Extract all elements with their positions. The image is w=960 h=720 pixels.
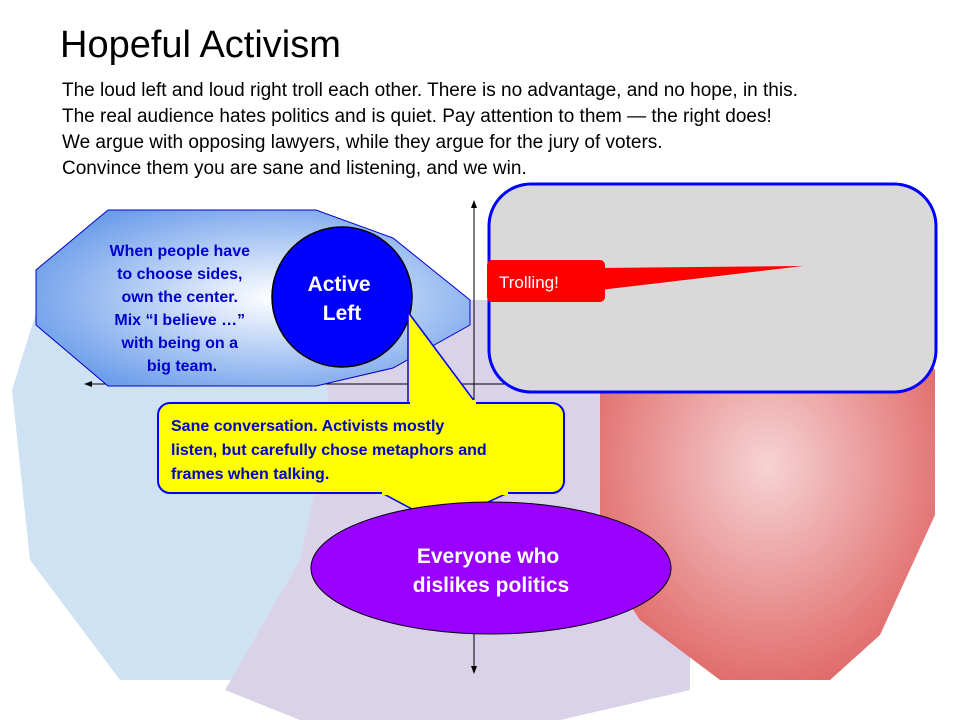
left-callout-line: big team. xyxy=(147,358,217,375)
sane-callout-seam-bottom xyxy=(382,487,508,495)
sane-callout-line: Sane conversation. Activists mostly xyxy=(171,418,444,435)
quiet-majority-label: Everyone who dislikes politics xyxy=(413,545,569,597)
left-callout-text: When people have to choose sides, own th… xyxy=(110,243,255,375)
trolling-pointer xyxy=(600,266,803,290)
intro-text: The loud left and loud right troll each … xyxy=(62,78,942,182)
quiet-majority-line: dislikes politics xyxy=(413,574,569,597)
intro-line: We argue with opposing lawyers, while th… xyxy=(62,132,663,153)
trolling-label: Trolling! xyxy=(499,273,559,292)
quiet-majority-line: Everyone who xyxy=(417,545,559,568)
slide-title: Hopeful Activism xyxy=(60,24,341,66)
intro-line: The loud left and loud right troll each … xyxy=(62,80,798,101)
sane-callout-line: listen, but carefully chose metaphors an… xyxy=(171,442,487,459)
active-left-line: Active xyxy=(308,273,371,296)
sane-callout-text: Sane conversation. Activists mostly list… xyxy=(171,418,491,483)
sane-callout-seam-top xyxy=(410,400,476,408)
quiet-majority-ellipse xyxy=(310,501,672,635)
horizontal-axis-arrow-left xyxy=(84,381,92,387)
intro-line: Convince them you are sane and listening… xyxy=(62,158,527,179)
sane-callout-line: frames when talking. xyxy=(171,466,329,483)
vertical-axis-arrow-bottom xyxy=(471,666,477,674)
trolling-badge xyxy=(487,260,605,302)
active-left-line: Left xyxy=(323,302,362,325)
left-callout-line: Mix “I believe …” xyxy=(114,312,245,329)
left-callout-line: with being on a xyxy=(121,335,239,352)
intro-line: The real audience hates politics and is … xyxy=(62,106,772,127)
sane-callout-box xyxy=(157,402,565,494)
left-callout-line: When people have xyxy=(110,243,251,260)
active-left-circle xyxy=(271,226,413,368)
vertical-axis-arrow-top xyxy=(471,200,477,208)
active-left-label: Active Left xyxy=(308,273,377,325)
left-callout-line: own the center. xyxy=(122,289,238,306)
left-callout-line: to choose sides, xyxy=(117,266,242,283)
